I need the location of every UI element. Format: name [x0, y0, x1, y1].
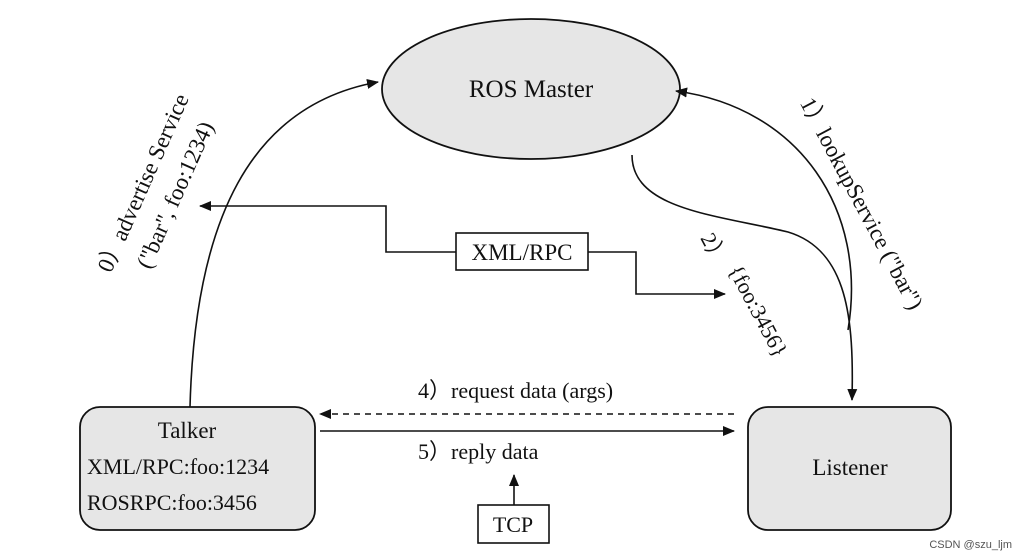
- advertise-arrow: [189, 79, 379, 408]
- reply-data-label: 5）reply data: [418, 439, 539, 464]
- tcp-box: TCP: [477, 504, 550, 544]
- master-reply-value: {foo:3456}: [724, 261, 793, 362]
- talker-title: Talker: [158, 418, 217, 443]
- talker-rosrpc-address: ROSRPC:foo:3456: [87, 490, 257, 515]
- xmlrpc-label: XML/RPC: [472, 240, 573, 265]
- master-reply-number: 2）: [696, 229, 734, 270]
- lookup-service-label: 1）lookupService ("bar"): [795, 93, 928, 314]
- xmlrpc-box: XML/RPC: [455, 232, 589, 271]
- watermark-text: CSDN @szu_ljm: [929, 539, 1012, 551]
- listener-node: Listener: [747, 406, 952, 531]
- master-reply-arrow: [631, 154, 858, 401]
- ros-master-label: ROS Master: [469, 76, 594, 103]
- lookup-arrow: [675, 87, 853, 331]
- ros-master-node: ROS Master: [381, 18, 681, 160]
- talker-node: Talker XML/RPC:foo:1234 ROSRPC:foo:3456: [79, 406, 316, 531]
- tcp-label: TCP: [493, 512, 533, 537]
- xmlrpc-right-connector: [588, 251, 726, 299]
- request-data-label: 4）request data (args): [418, 378, 613, 403]
- talker-xmlrpc-address: XML/RPC:foo:1234: [87, 454, 269, 479]
- xmlrpc-left-connector: [199, 201, 456, 253]
- listener-label: Listener: [812, 455, 888, 480]
